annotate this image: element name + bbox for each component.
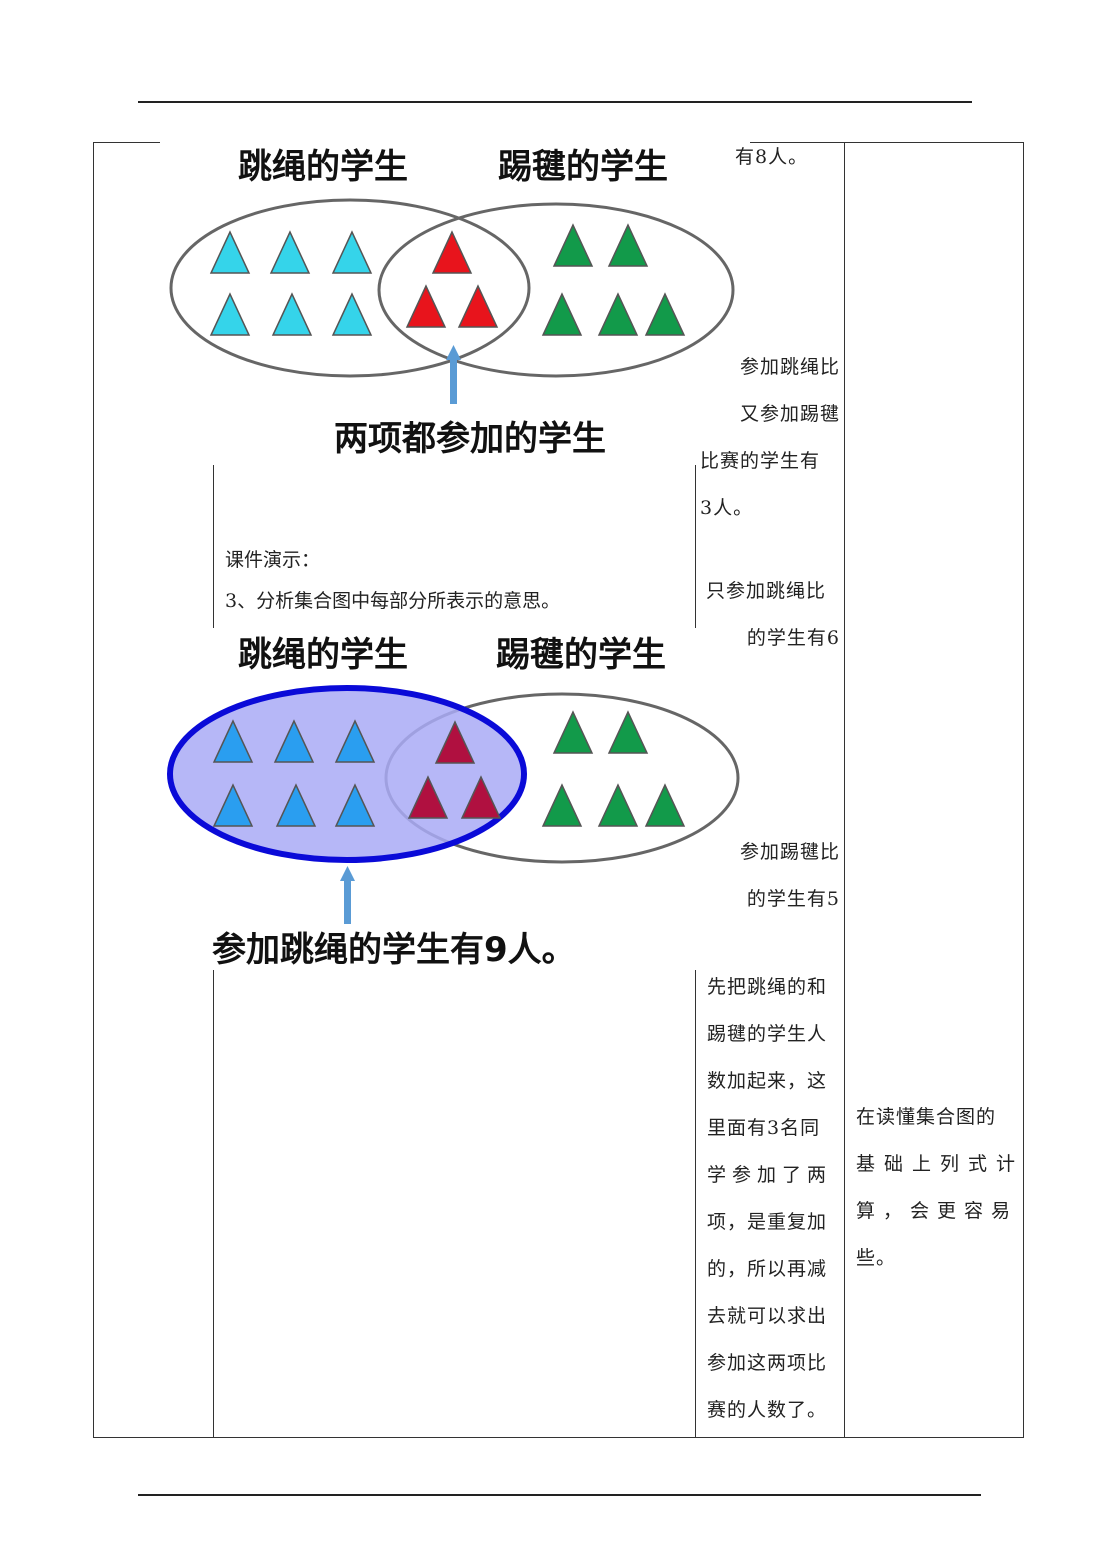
col3-divider: [844, 142, 845, 1438]
kick-only-triangles: [541, 710, 686, 827]
explanation-line: 赛的人数了。: [707, 1399, 828, 1421]
triangle-icon: [405, 284, 447, 328]
explanation-line: 参加这两项比: [707, 1352, 828, 1374]
table-right-border: [1023, 142, 1024, 1438]
triangle-icon: [541, 783, 583, 827]
explanation-line: 的，所以再减: [707, 1258, 828, 1280]
triangle-icon: [212, 719, 254, 763]
triangle-icon: [607, 223, 649, 267]
diagram2-caption: 参加跳绳的学生有9人。: [212, 930, 576, 970]
note-line: 基础上列式计: [856, 1153, 1025, 1175]
triangle-icon: [644, 783, 686, 827]
explanation-line: 数加起来，这: [707, 1070, 828, 1092]
triangle-icon: [331, 292, 373, 336]
kick-line-1: 参加踢毽比: [739, 841, 840, 863]
table-left-border: [93, 142, 94, 1438]
diagram1-left-title: 跳绳的学生: [238, 147, 408, 187]
triangle-icon: [552, 223, 594, 267]
triangle-icon: [334, 783, 376, 827]
arrow-up-icon: [340, 866, 355, 924]
col2-divider: [695, 455, 696, 628]
table-bottom-border: [93, 1437, 1024, 1438]
both-line-4: 3人。: [700, 497, 754, 519]
header-rule: [138, 101, 972, 103]
explanation-line: 踢毽的学生人: [707, 1023, 828, 1045]
kick-line-2: 的学生有5: [746, 888, 840, 910]
diagram-background: [160, 140, 750, 465]
rope-line-2: 的学生有6: [746, 627, 840, 649]
footer-rule: [138, 1494, 981, 1496]
explanation-line: 里面有3名同: [707, 1117, 821, 1139]
venn-diagram-2: 跳绳的学生 踢毽的学生 参加跳绳的学生有9人。: [160, 628, 750, 970]
both-line-1: 参加跳绳比: [739, 356, 840, 378]
both-triangles: [407, 720, 502, 819]
kick-set-ellipse: [377, 202, 735, 378]
col3-frag-rope: 只参加跳绳比 的学生有6: [706, 568, 840, 662]
col1-divider: [213, 460, 214, 628]
note-line: 些。: [856, 1247, 897, 1269]
triangle-icon: [271, 292, 313, 336]
rope-line-1: 只参加跳绳比: [706, 580, 827, 602]
explanation-line: 学参加了两: [707, 1164, 833, 1186]
triangle-icon: [275, 783, 317, 827]
col4-note: 在读懂集合图的 基础上列式计 算，会更容易 些。: [856, 1094, 1016, 1282]
diagram2-left-title: 跳绳的学生: [238, 635, 408, 675]
rope-set-highlight: [167, 685, 527, 863]
note-line: 在读懂集合图的: [856, 1106, 997, 1128]
triangle-icon: [209, 230, 251, 274]
triangle-icon: [607, 710, 649, 754]
kick-only-triangles: [541, 223, 686, 336]
both-line-3: 比赛的学生有: [700, 450, 821, 472]
note-line: 算，会更容易: [856, 1200, 1019, 1222]
triangle-icon: [431, 230, 473, 274]
triangle-icon: [334, 719, 376, 763]
triangle-icon: [644, 292, 686, 336]
triangle-icon: [269, 230, 311, 274]
triangle-icon: [331, 230, 373, 274]
demo-label: 课件演示：: [225, 549, 321, 571]
triangle-icon: [273, 719, 315, 763]
diagram2-right-title: 踢毽的学生: [496, 635, 666, 675]
col1-divider-lower: [213, 967, 214, 1438]
rope-only-triangles: [212, 719, 376, 827]
explanation-line: 先把跳绳的和: [707, 976, 828, 998]
diagram1-caption: 两项都参加的学生: [334, 419, 606, 459]
triangle-icon: [541, 292, 583, 336]
triangle-icon: [460, 775, 502, 819]
triangle-icon: [212, 783, 254, 827]
col3-explanation: 先把跳绳的和 踢毽的学生人 数加起来，这 里面有3名同 学参加了两 项，是重复加…: [707, 964, 841, 1434]
col3-frag-both: 参加跳绳比 又参加踢毽 比赛的学生有 3人。: [700, 344, 840, 532]
both-line-2: 又参加踢毽: [739, 403, 840, 425]
rope-only-triangles: [209, 230, 373, 336]
triangle-icon: [434, 720, 476, 764]
triangle-icon: [552, 710, 594, 754]
triangle-icon: [597, 292, 639, 336]
arrow-up-icon: [446, 345, 461, 404]
triangle-icon: [407, 775, 449, 819]
explanation-line: 去就可以求出: [707, 1305, 828, 1327]
col3-frag-kick: 参加踢毽比 的学生有5: [706, 829, 840, 923]
triangle-icon: [457, 284, 499, 328]
triangle-icon: [597, 783, 639, 827]
triangle-icon: [209, 292, 251, 336]
col3-frag-top: 有8人。: [735, 146, 809, 168]
col2-divider-lower: [695, 967, 696, 1438]
venn-diagram-1: 跳绳的学生 踢毽的学生 两项都参加的学生: [160, 140, 750, 465]
rope-set-ellipse: [169, 198, 531, 378]
both-triangles: [405, 230, 499, 328]
diagram1-right-title: 踢毽的学生: [498, 147, 668, 187]
demo-step: 3、分析集合图中每部分所表示的意思。: [225, 590, 561, 612]
explanation-line: 项，是重复加: [707, 1211, 828, 1233]
